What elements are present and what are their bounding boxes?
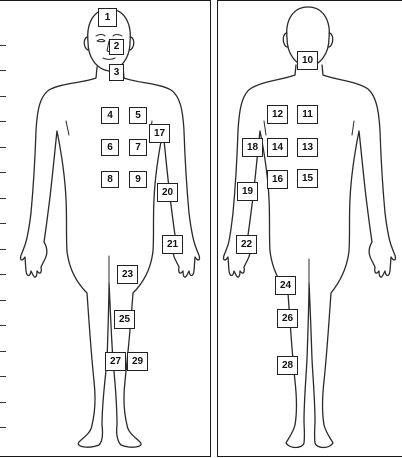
front-torso-outline bbox=[21, 67, 200, 447]
site-14[interactable]: 14 bbox=[267, 138, 288, 157]
site-22[interactable]: 22 bbox=[236, 235, 257, 254]
site-8[interactable]: 8 bbox=[101, 171, 119, 188]
site-17[interactable]: 17 bbox=[149, 124, 170, 143]
site-15[interactable]: 15 bbox=[297, 169, 318, 188]
site-5[interactable]: 5 bbox=[129, 107, 147, 124]
site-3[interactable]: 3 bbox=[109, 64, 124, 81]
site-6[interactable]: 6 bbox=[101, 139, 119, 156]
site-24[interactable]: 24 bbox=[275, 276, 296, 295]
site-12[interactable]: 12 bbox=[267, 105, 288, 124]
site-7[interactable]: 7 bbox=[129, 139, 147, 156]
site-9[interactable]: 9 bbox=[129, 171, 147, 188]
site-16[interactable]: 16 bbox=[267, 170, 288, 189]
front-body-outline bbox=[0, 1, 212, 458]
site-28[interactable]: 28 bbox=[277, 356, 298, 375]
front-view-panel: 1 2 3 4 5 6 7 8 9 17 20 21 23 25 27 29 bbox=[0, 0, 211, 457]
site-2[interactable]: 2 bbox=[109, 39, 124, 55]
site-25[interactable]: 25 bbox=[114, 310, 135, 329]
site-29[interactable]: 29 bbox=[127, 352, 148, 371]
site-1[interactable]: 1 bbox=[98, 8, 117, 27]
site-26[interactable]: 26 bbox=[277, 309, 298, 328]
site-11[interactable]: 11 bbox=[297, 105, 318, 124]
site-21[interactable]: 21 bbox=[162, 235, 183, 254]
site-13[interactable]: 13 bbox=[297, 138, 318, 157]
back-view-panel: 10 11 12 13 14 15 16 18 19 22 24 26 28 bbox=[217, 0, 402, 457]
site-27[interactable]: 27 bbox=[105, 352, 126, 371]
site-10[interactable]: 10 bbox=[297, 51, 318, 70]
site-19[interactable]: 19 bbox=[237, 182, 258, 201]
site-20[interactable]: 20 bbox=[157, 183, 178, 202]
site-23[interactable]: 23 bbox=[117, 265, 138, 284]
site-18[interactable]: 18 bbox=[242, 138, 263, 157]
site-4[interactable]: 4 bbox=[101, 107, 119, 124]
